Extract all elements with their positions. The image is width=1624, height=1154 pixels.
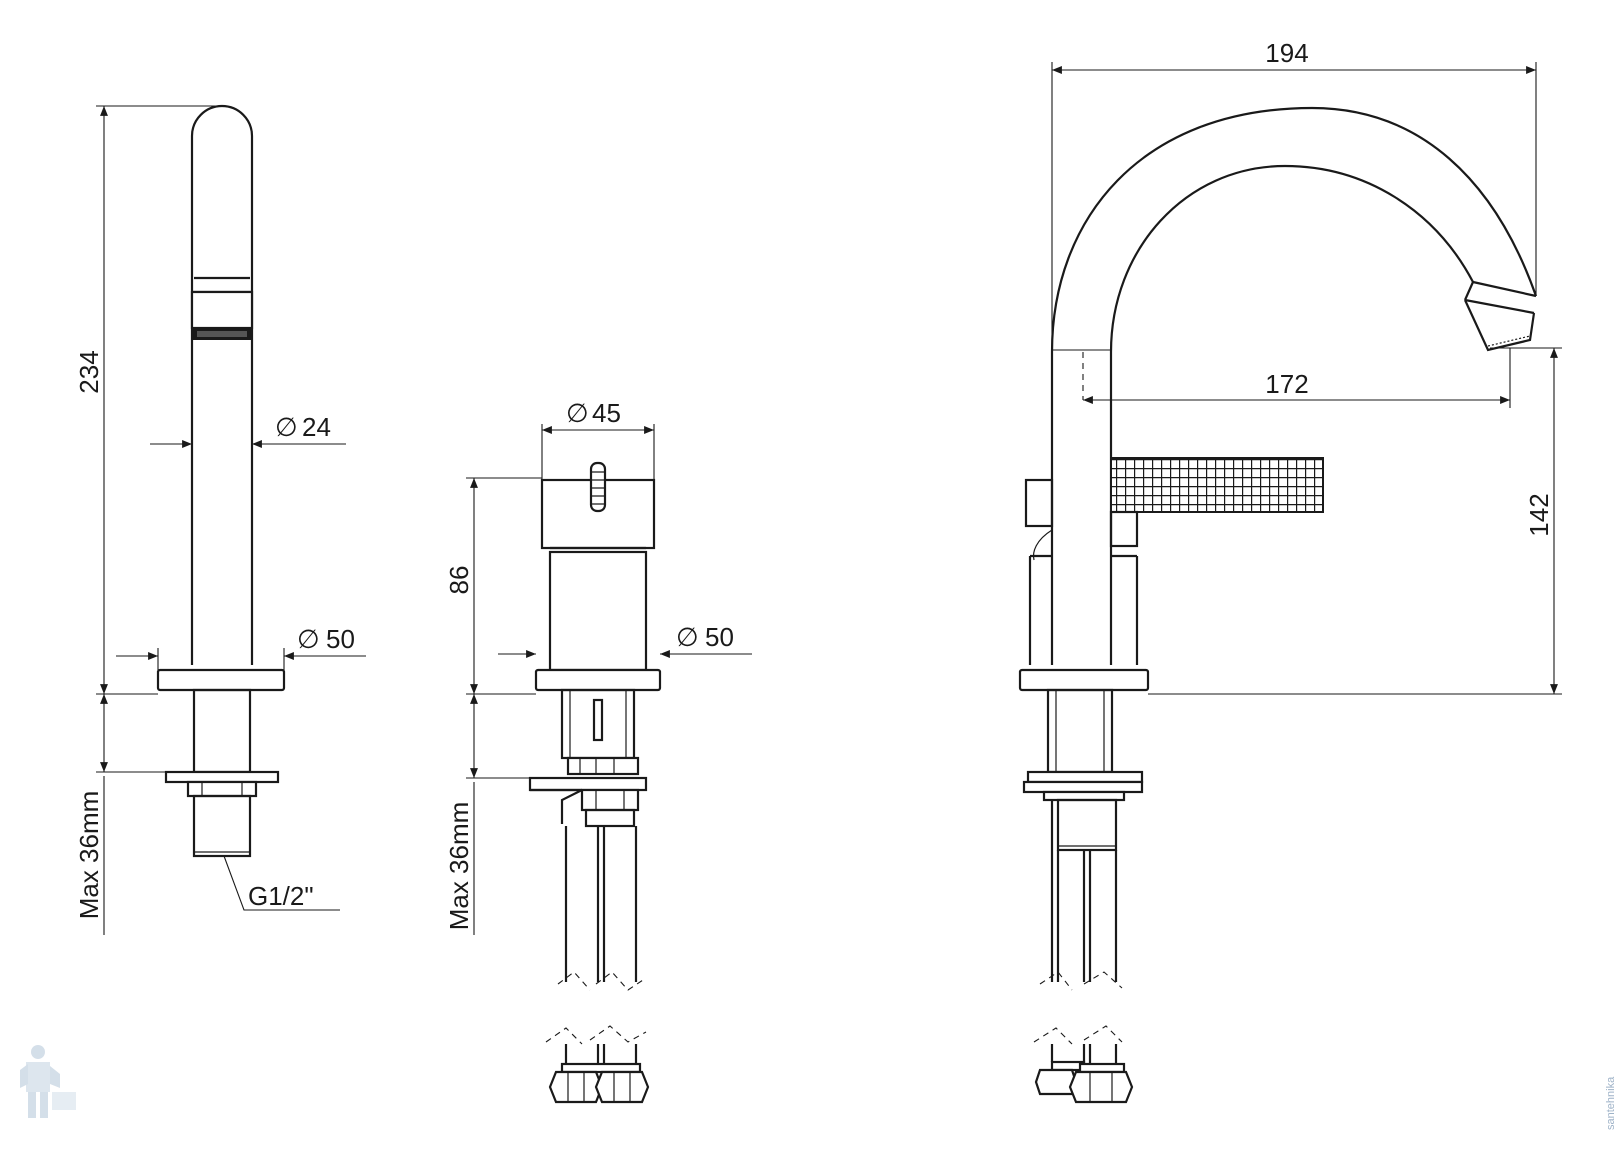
spout-height-label: 234 xyxy=(74,350,104,393)
spout-thread-label: G1/2" xyxy=(248,881,314,911)
svg-text:24: 24 xyxy=(302,412,331,442)
dimension-labels: 234 Max 36mm ∅ 24 ∅ 50 G1/2" ∅ 45 86 Max… xyxy=(74,38,1554,930)
side-view xyxy=(1018,62,1562,1104)
svg-text:∅: ∅ xyxy=(676,622,699,652)
side-width-label: 194 xyxy=(1265,38,1308,68)
svg-text:45: 45 xyxy=(592,398,621,428)
mixer-height-label: 86 xyxy=(444,566,474,595)
spout-base-diameter-label: ∅ 50 xyxy=(297,624,355,654)
mixer-max-mount-label: Max 36mm xyxy=(444,802,474,931)
svg-text:∅: ∅ xyxy=(275,412,298,442)
side-height-label: 142 xyxy=(1524,493,1554,536)
side-reach-label: 172 xyxy=(1265,369,1308,399)
spout-front-view xyxy=(96,104,366,935)
mixer-front-view xyxy=(466,424,752,1104)
plumber-watermark-logo xyxy=(20,1045,76,1118)
watermark-text: santehnika xyxy=(1605,1076,1617,1130)
mixer-base-diameter-label: ∅ 50 xyxy=(676,622,734,652)
svg-text:50: 50 xyxy=(326,624,355,654)
spout-diameter-label: ∅ 24 xyxy=(275,412,331,442)
mixer-diameter-label: ∅ 45 xyxy=(566,398,621,428)
svg-text:∅: ∅ xyxy=(297,624,320,654)
spout-max-mount-label: Max 36mm xyxy=(74,791,104,920)
svg-text:50: 50 xyxy=(705,622,734,652)
svg-text:∅: ∅ xyxy=(566,398,589,428)
